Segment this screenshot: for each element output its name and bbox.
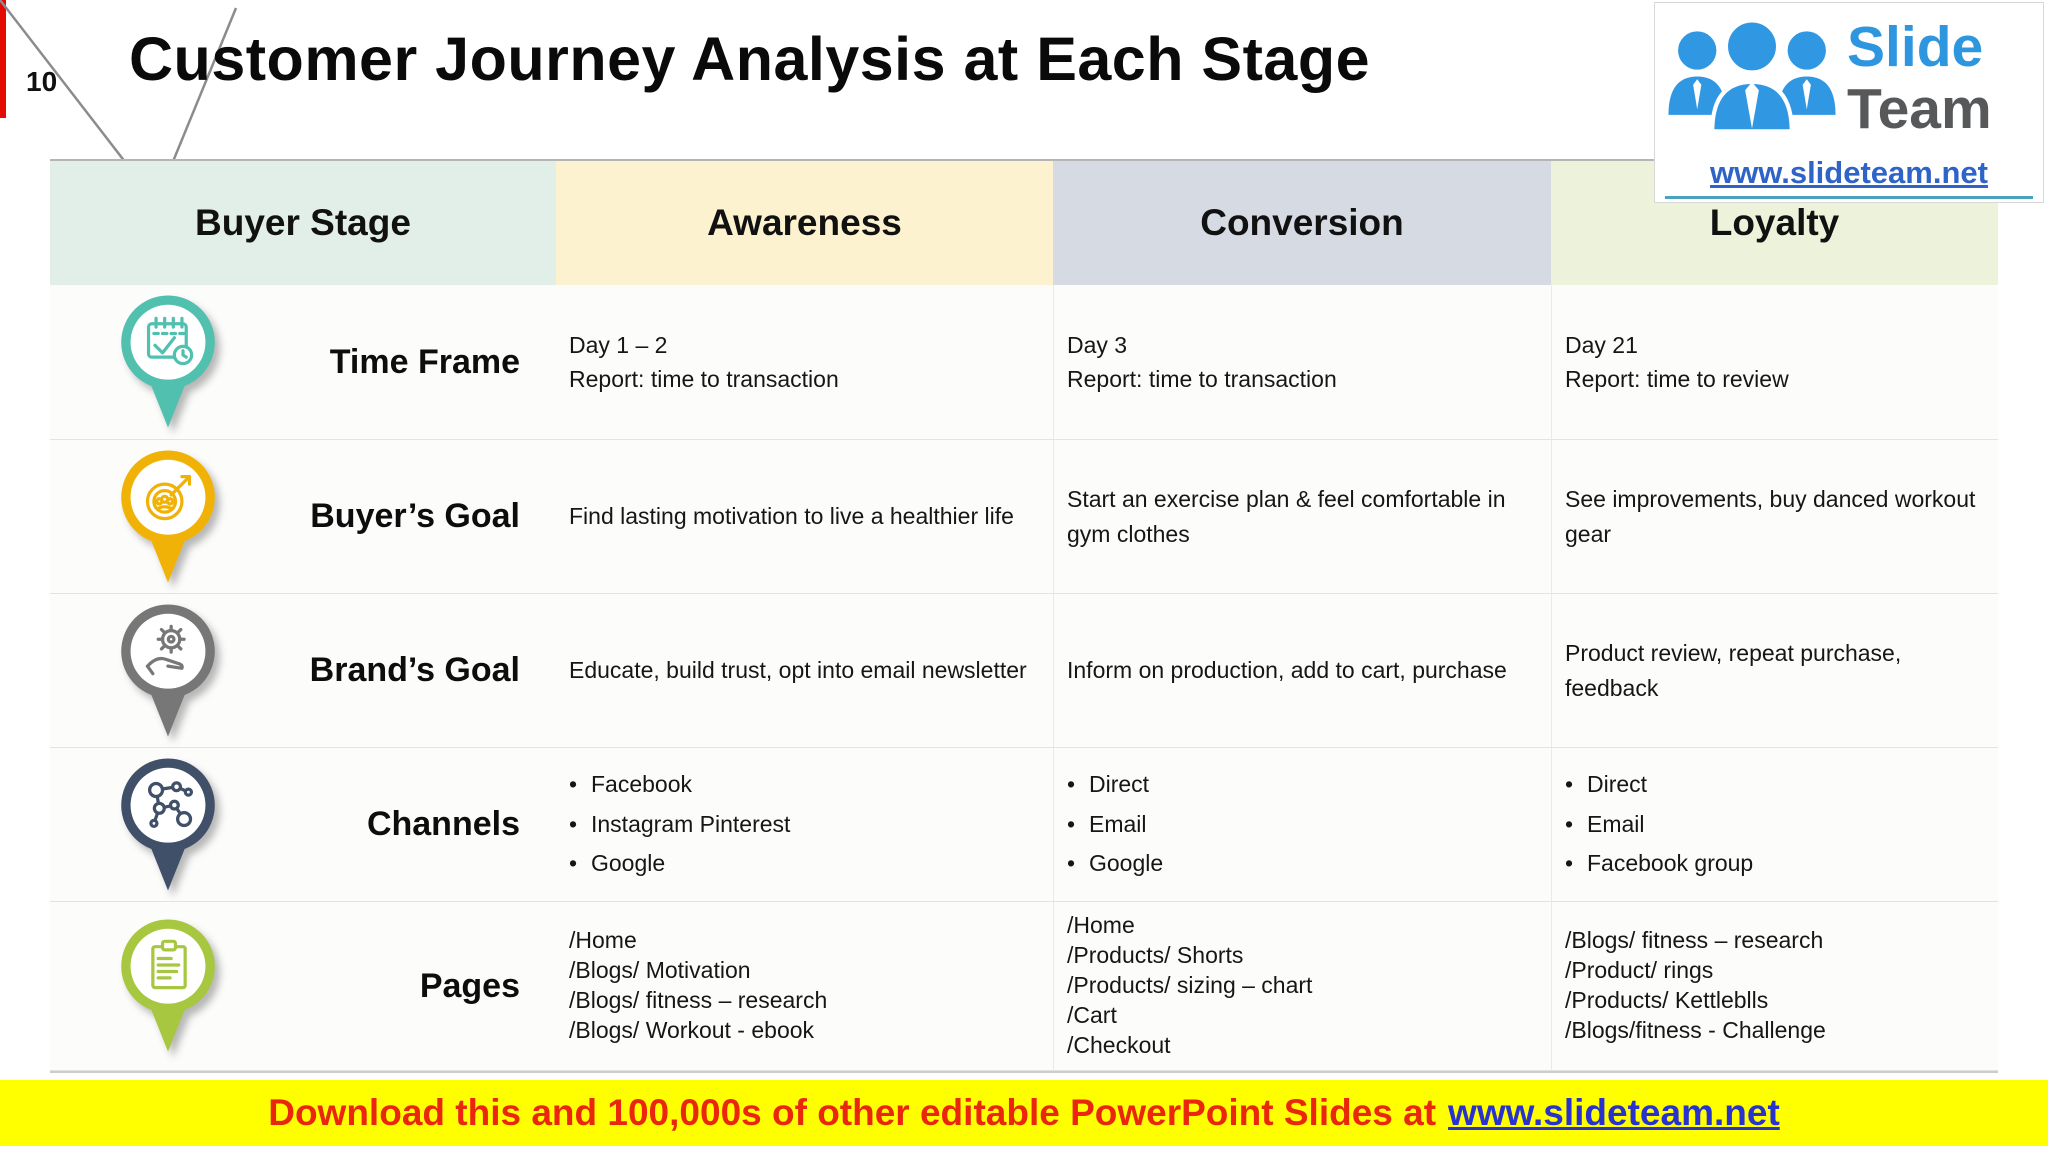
clipboard-icon — [116, 917, 220, 1055]
row-label-time-frame: Time Frame — [50, 285, 556, 440]
calendar-check-icon — [116, 293, 220, 431]
cell-loyalty-time-frame: Day 21 Report: time to review — [1551, 285, 1998, 440]
page-title: Customer Journey Analysis at Each Stage — [129, 25, 1371, 93]
row-label-text: Brand’s Goal — [309, 651, 520, 689]
cell-conversion-channels: •Direct •Email •Google — [1053, 748, 1551, 902]
row-label-brands-goal: Brand’s Goal — [50, 594, 556, 748]
cell-conversion-pages: /Home /Products/ Shorts /Products/ sizin… — [1053, 902, 1551, 1071]
row-label-text: Buyer’s Goal — [310, 497, 520, 535]
logo-brand-team: Team — [1847, 77, 1992, 141]
row-label-text: Pages — [419, 966, 520, 1005]
header-conversion: Conversion — [1053, 159, 1551, 285]
cell-awareness-time-frame: Day 1 – 2 Report: time to transaction — [556, 285, 1053, 440]
banner-link[interactable]: www.slideteam.net — [1448, 1092, 1780, 1133]
logo-brand-slide: Slide — [1847, 15, 1984, 80]
header-awareness: Awareness — [556, 159, 1053, 285]
logo-url-link[interactable]: www.slideteam.net — [1710, 155, 1988, 190]
target-arrow-icon — [116, 448, 220, 586]
cell-loyalty-channels: •Direct •Email •Facebook group — [1551, 748, 1998, 902]
header-buyer-stage: Buyer Stage — [50, 159, 556, 285]
cell-conversion-time-frame: Day 3 Report: time to transaction — [1053, 285, 1551, 440]
row-label-pages: Pages — [50, 902, 556, 1071]
customer-journey-table: Buyer Stage Awareness Conversion Loyalty — [50, 159, 1998, 1073]
cell-awareness-buyers-goal: Find lasting motivation to live a health… — [556, 440, 1053, 594]
banner-text: Download this and 100,000s of other edit… — [268, 1092, 1437, 1133]
logo-underline-rule — [1665, 196, 2033, 199]
row-label-buyers-goal: Buyer’s Goal — [50, 440, 556, 594]
cell-loyalty-pages: /Blogs/ fitness – research /Product/ rin… — [1551, 902, 1998, 1071]
slideteam-logo: Slide Team www.slideteam.net — [1654, 2, 2044, 203]
red-accent-bar — [0, 0, 6, 118]
row-label-channels: Channels — [50, 748, 556, 902]
row-label-text: Channels — [366, 805, 520, 843]
gear-hand-icon — [116, 602, 220, 740]
cell-loyalty-buyers-goal: See improvements, buy danced workout gea… — [1551, 440, 1998, 594]
logo-brand: Slide Team — [1847, 17, 1992, 140]
cell-conversion-buyers-goal: Start an exercise plan & feel comfortabl… — [1053, 440, 1551, 594]
cell-loyalty-brands-goal: Product review, repeat purchase, feedbac… — [1551, 594, 1998, 748]
page-number: 10 — [26, 66, 58, 97]
network-icon — [116, 756, 220, 894]
download-banner: Download this and 100,000s of other edit… — [0, 1080, 2048, 1146]
people-icon — [1668, 18, 1836, 134]
row-label-text: Time Frame — [329, 342, 520, 381]
cell-awareness-channels: •Facebook •Instagram Pinterest •Google — [556, 748, 1053, 902]
cell-awareness-brands-goal: Educate, build trust, opt into email new… — [556, 594, 1053, 748]
cell-conversion-brands-goal: Inform on production, add to cart, purch… — [1053, 594, 1551, 748]
cell-awareness-pages: /Home /Blogs/ Motivation /Blogs/ fitness… — [556, 902, 1053, 1071]
